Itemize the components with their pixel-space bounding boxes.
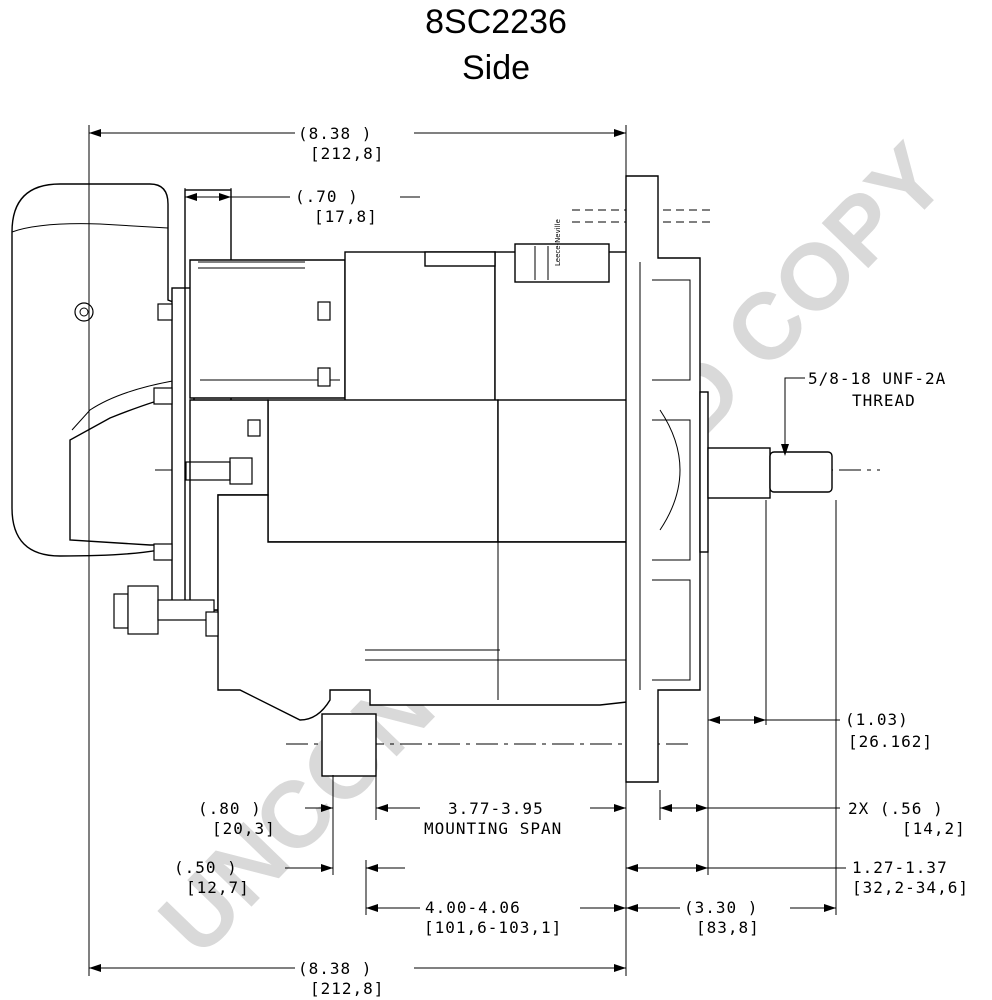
flange-shaft-mm: [32,2-34,6]	[852, 878, 969, 897]
thread-label: THREAD	[852, 391, 916, 410]
front-mm: [83,8]	[696, 918, 760, 937]
overall-bottom-inch: (8.38 )	[298, 959, 372, 978]
offset-top-mm: [17,8]	[314, 207, 378, 226]
mounting-span-label: MOUNTING SPAN	[424, 819, 562, 838]
hole-inch: 2X (.56 )	[848, 799, 944, 818]
shaft-inch: (1.03)	[845, 710, 909, 729]
shaft-mm: [26.162]	[848, 732, 933, 751]
foot-offset-inch: (.50 )	[174, 858, 238, 877]
span-outer-mm: [101,6-103,1]	[424, 918, 562, 937]
foot-width-inch: (.80 )	[198, 799, 262, 818]
front-inch: (3.30 )	[684, 898, 758, 917]
model-number-title: 8SC2236	[425, 3, 567, 41]
view-name-title: Side	[461, 49, 531, 87]
dimension-labels: (8.38 ) [212,8] (.70 ) [17,8] 5/8-18 UNF…	[174, 124, 969, 998]
label-brand: Leece-Neville	[554, 219, 562, 266]
dimension-lines	[88, 125, 846, 976]
offset-top-inch: (.70 )	[295, 187, 359, 206]
product-label: Leece-Neville	[514, 219, 610, 283]
foot-width-mm: [20,3]	[212, 819, 276, 838]
overall-top-mm: [212,8]	[310, 144, 384, 163]
mounting-span-value: 3.77-3.95	[448, 799, 544, 818]
overall-bottom-mm: [212,8]	[310, 979, 384, 998]
hole-mm: [14,2]	[902, 819, 966, 838]
foot-offset-mm: [12,7]	[186, 878, 250, 897]
span-outer-value: 4.00-4.06	[425, 898, 521, 917]
thread-spec: 5/8-18 UNF-2A	[808, 369, 946, 388]
flange-shaft-inch: 1.27-1.37	[852, 858, 948, 877]
overall-top-inch: (8.38 )	[298, 124, 372, 143]
alternator-body: Leece-Neville	[11, 175, 833, 783]
